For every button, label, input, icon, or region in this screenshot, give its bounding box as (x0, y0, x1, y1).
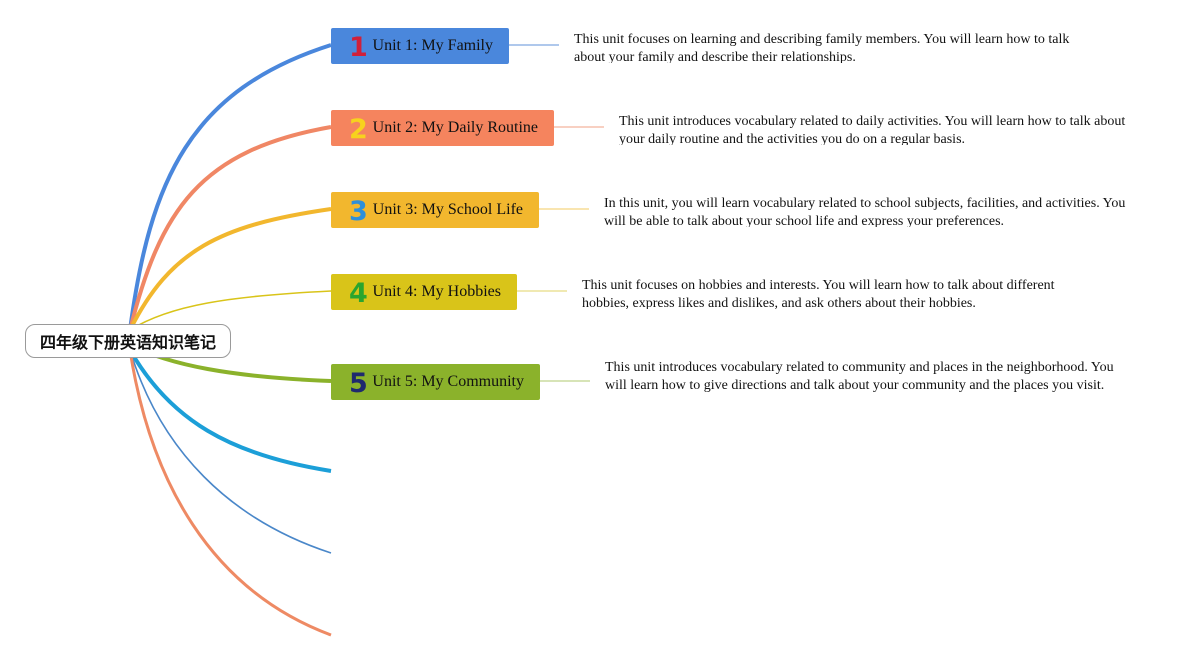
branch-empty-2 (129, 349, 332, 554)
branch-unit-2 (128, 125, 332, 331)
unit-5-description: This unit introduces vocabulary related … (605, 360, 1114, 393)
root-topic-label: 四年级下册英语知识笔记 (39, 333, 216, 352)
unit-2-number: 2 (349, 114, 368, 145)
unit-1-label: Unit 1: My Family (372, 37, 493, 54)
unit-3-number: 3 (349, 196, 368, 227)
unit-4-topic[interactable]: 4 Unit 4: My Hobbies (331, 274, 517, 310)
unit-4-description: This unit focuses on hobbies and interes… (582, 278, 1055, 309)
unit-5-number: 5 (349, 368, 368, 399)
unit-1-topic[interactable]: 1 Unit 1: My Family (331, 28, 509, 64)
unit-1-number: 1 (349, 32, 368, 63)
unit-3-topic[interactable]: 3 Unit 3: My School Life (331, 192, 539, 228)
unit-3-label: Unit 3: My School Life (372, 201, 523, 218)
branch-unit-3 (128, 207, 332, 331)
unit-4-label: Unit 4: My Hobbies (372, 283, 501, 300)
unit-1-description: This unit focuses on learning and descri… (574, 32, 1070, 63)
unit-3-description: In this unit, you will learn vocabulary … (604, 196, 1126, 227)
unit-2-topic[interactable]: 2 Unit 2: My Daily Routine (331, 110, 554, 146)
branch-unit-1 (128, 43, 332, 331)
unit-4-number: 4 (349, 278, 368, 309)
unit-5-label: Unit 5: My Community (372, 373, 524, 390)
branch-empty-1 (128, 349, 332, 473)
branch-unit-4 (129, 290, 332, 331)
unit-5-topic[interactable]: 5 Unit 5: My Community (331, 364, 540, 400)
unit-2-label: Unit 2: My Daily Routine (372, 119, 538, 136)
branch-empty-3 (128, 349, 332, 637)
unit-2-description: This unit introduces vocabulary related … (619, 114, 1126, 145)
root-topic[interactable]: 四年级下册英语知识笔记 (25, 324, 231, 358)
